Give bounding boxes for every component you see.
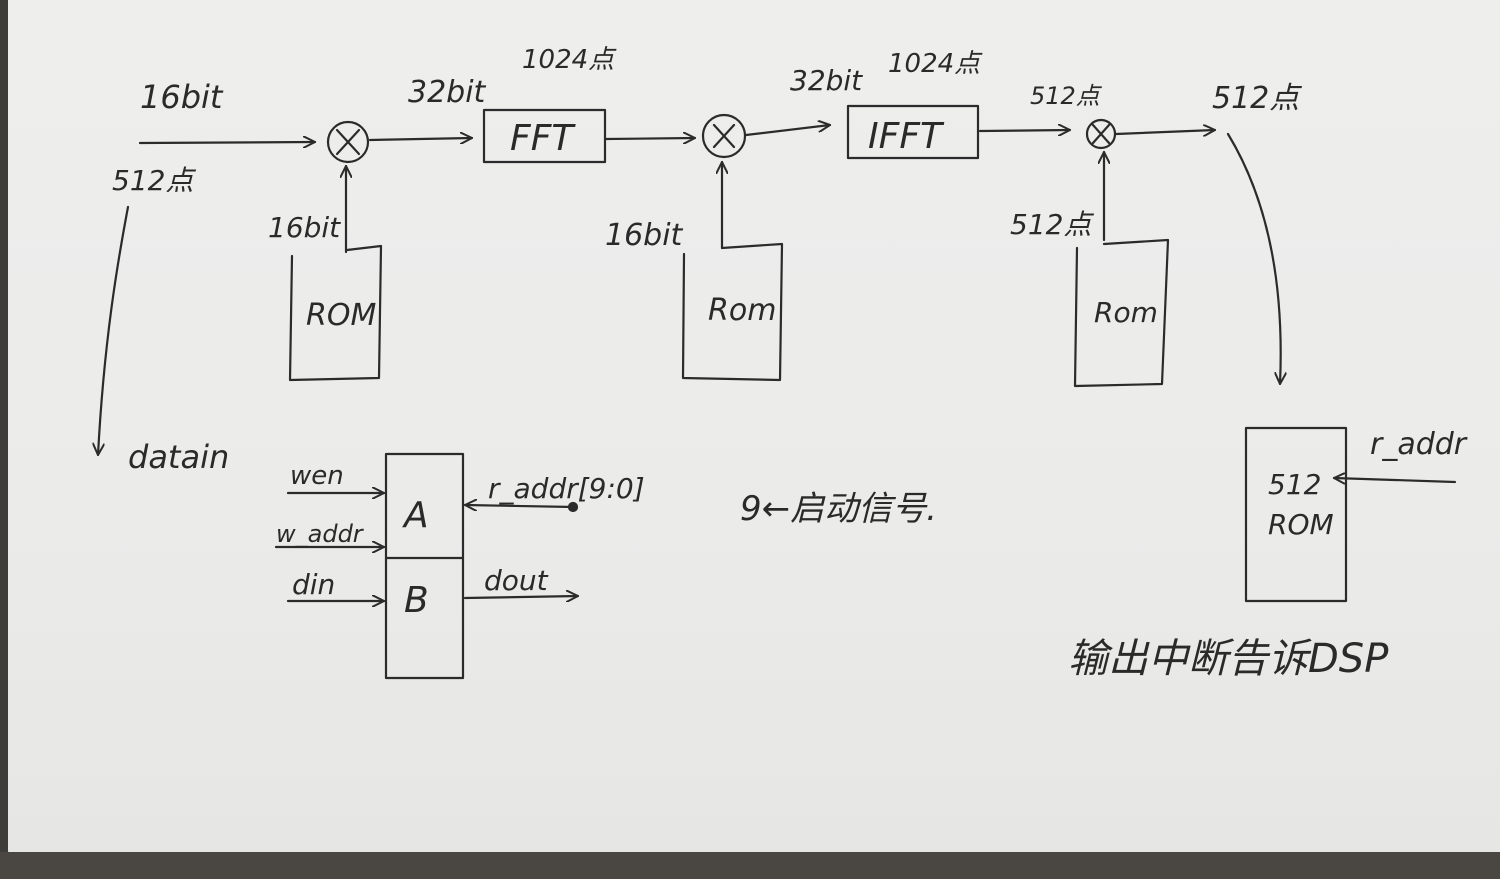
- rom3-points-label: 512点: [1010, 208, 1094, 241]
- dout-line: [463, 596, 580, 598]
- output-points-label: 512点: [1212, 81, 1302, 116]
- mult3-in-points-label: 512点: [1030, 82, 1103, 110]
- rom1-bits-label: 16bit: [268, 211, 341, 244]
- fft-to-mult2: [604, 138, 697, 139]
- mult1-to-fft: [368, 138, 474, 140]
- r-addr-dot: [567, 501, 579, 513]
- ifft-to-mult3: [978, 130, 1072, 131]
- wen-label: wen: [290, 461, 344, 491]
- mult3-to-output: [1114, 130, 1217, 134]
- ifft-box: [846, 104, 980, 160]
- rom4-box: [1244, 426, 1348, 603]
- start-signal-label: 9←启动信号.: [740, 489, 937, 529]
- ram-a-label: A: [402, 495, 429, 536]
- fft-points-label: 1024点: [522, 45, 617, 75]
- w-addr-label: w_addr: [276, 520, 365, 548]
- ram-b-label: B: [404, 580, 429, 621]
- input-line: [138, 142, 317, 143]
- rom4-label-a: 512: [1268, 468, 1321, 501]
- interrupt-note: 输出中断告诉DSP: [1068, 636, 1389, 682]
- datain-label: datain: [128, 438, 229, 476]
- rom1-box: [288, 244, 383, 382]
- input-points-label: 512点: [112, 164, 196, 197]
- mult2-out-bits-label: 32bit: [790, 64, 863, 97]
- din-label: din: [292, 568, 335, 601]
- rom2-box: [681, 242, 784, 382]
- multiplier-3: [1085, 118, 1117, 150]
- rom2-bits-label: 16bit: [605, 218, 684, 253]
- rom4-label-b: ROM: [1268, 508, 1334, 541]
- dout-label: dout: [484, 564, 549, 597]
- r-addr-right-line: [1332, 478, 1457, 482]
- rom3-box: [1073, 238, 1170, 388]
- rom2-label: Rom: [708, 293, 776, 328]
- output-down-line: [1226, 132, 1281, 386]
- r-addr-line: [463, 505, 576, 507]
- fft-label: FFT: [510, 118, 576, 159]
- r-addr-label: r_addr[9:0]: [488, 472, 645, 505]
- ram-block: [384, 452, 465, 680]
- rom1-label: ROM: [306, 298, 376, 333]
- fft-box: [482, 108, 607, 164]
- desk-surface: [0, 852, 1500, 879]
- datain-line: [98, 205, 130, 457]
- ifft-points-label: 1024点: [888, 49, 983, 79]
- input-bits-label: 16bit: [140, 78, 224, 116]
- r-addr-right-label: r_addr: [1370, 427, 1468, 462]
- mult2-to-ifft: [744, 125, 832, 137]
- ifft-label: IFFT: [868, 116, 945, 157]
- mult1-out-bits-label: 32bit: [408, 75, 487, 110]
- multiplier-2: [701, 113, 747, 159]
- rom3-label: Rom: [1094, 296, 1158, 329]
- multiplier-1: [326, 120, 370, 164]
